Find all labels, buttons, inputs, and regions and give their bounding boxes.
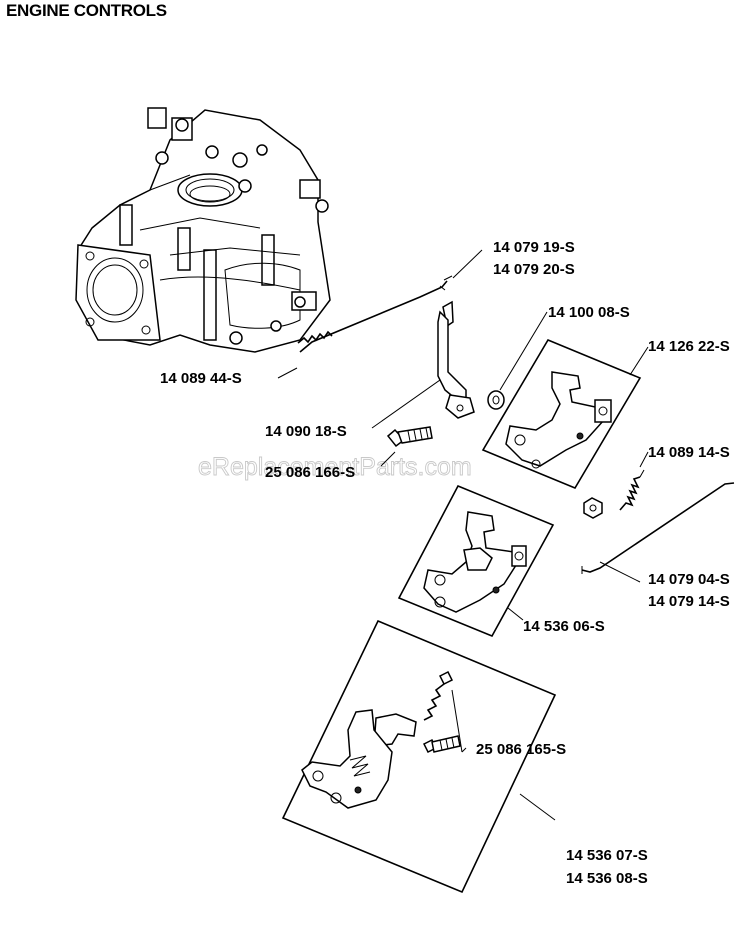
watermark: eReplacementParts.com bbox=[198, 453, 472, 481]
part-label-14-100-08-s: 14 100 08-S bbox=[548, 304, 630, 321]
part-label-14-536-06-s: 14 536 06-S bbox=[523, 618, 605, 635]
part-label-14-079-04-s: 14 079 04-S bbox=[648, 571, 730, 588]
screw-166 bbox=[386, 426, 433, 448]
control-rod bbox=[581, 482, 735, 574]
throttle-linkage-rod bbox=[297, 275, 453, 353]
engine-block bbox=[75, 107, 331, 353]
part-labels: 14 079 19-S 14 079 20-S 14 100 08-S 14 1… bbox=[160, 239, 730, 887]
part-label-25-086-166-s: 25 086 166-S bbox=[265, 464, 355, 481]
diagram-title: ENGINE CONTROLS bbox=[6, 1, 167, 20]
part-label-14-079-20-s: 14 079 20-S bbox=[493, 261, 575, 278]
nut bbox=[487, 390, 505, 410]
part-label-14-536-08-s: 14 536 08-S bbox=[566, 870, 648, 887]
leader-lines bbox=[277, 249, 649, 821]
part-label-25-086-165-s: 25 086 165-S bbox=[476, 741, 566, 758]
part-label-14-090-18-s: 14 090 18-S bbox=[265, 423, 347, 440]
part-label-14-079-14-s: 14 079 14-S bbox=[648, 593, 730, 610]
part-label-14-089-14-s: 14 089 14-S bbox=[648, 444, 730, 461]
control-assembly-box bbox=[281, 619, 557, 894]
part-label-14-126-22-s: 14 126 22-S bbox=[648, 338, 730, 355]
part-label-14-089-44-s: 14 089 44-S bbox=[160, 370, 242, 387]
small-spring bbox=[619, 469, 645, 511]
control-plate-box-14126 bbox=[481, 338, 642, 490]
governor-lever bbox=[437, 300, 475, 419]
hex-screw bbox=[583, 497, 603, 519]
part-label-14-079-19-s: 14 079 19-S bbox=[493, 239, 575, 256]
control-plate-box-1453606 bbox=[397, 484, 555, 638]
part-label-14-536-07-s: 14 536 07-S bbox=[566, 847, 648, 864]
